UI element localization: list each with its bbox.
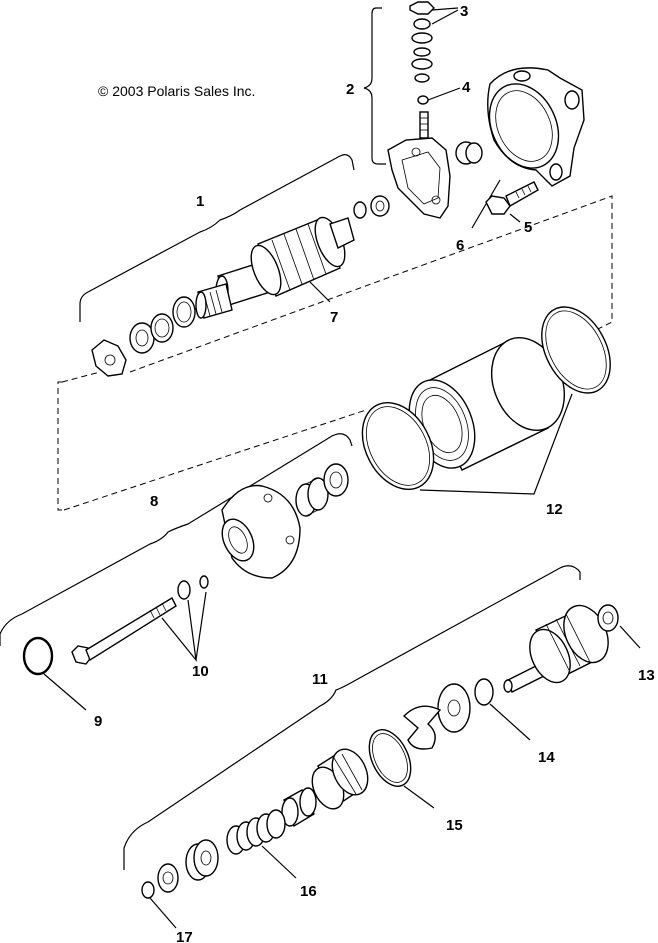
bracket-group-1 (79, 154, 355, 322)
callout-5: 5 (524, 219, 532, 236)
collar (185, 839, 219, 881)
o-rings (361, 306, 611, 491)
clutch-gear (311, 748, 369, 810)
callout-1: 1 (196, 193, 204, 210)
drive-end-housing (221, 484, 301, 579)
armature (195, 216, 355, 319)
nut-washer-stack (409, 1, 435, 139)
callout-labels: 1 2 3 4 5 6 7 8 9 10 11 12 13 14 15 16 1… (94, 3, 655, 943)
callout-6: 6 (456, 237, 464, 254)
callout-7: 7 (330, 309, 338, 326)
bushing (455, 141, 483, 165)
bracket-group-2 (363, 7, 386, 165)
washer-17 (141, 881, 155, 899)
split-collar (402, 705, 442, 750)
needle-bearing (295, 463, 349, 517)
callout-15: 15 (446, 817, 463, 834)
callout-3: 3 (460, 3, 468, 20)
callout-16: 16 (300, 883, 317, 900)
cup-washer (437, 683, 471, 733)
thrust-washer (157, 863, 179, 893)
armature-washers (353, 195, 390, 219)
washer-13 (597, 604, 619, 632)
callout-13: 13 (638, 667, 655, 684)
spring (226, 809, 286, 855)
callout-17: 17 (176, 929, 193, 943)
callout-4: 4 (462, 79, 471, 96)
lock-plate (91, 339, 127, 377)
armature-shims (129, 296, 196, 354)
through-bolt (71, 597, 177, 665)
snap-ring (22, 636, 54, 676)
copyright-notice: © 2003 Polaris Sales Inc. (98, 83, 255, 99)
callout-8: 8 (150, 493, 158, 510)
callout-2: 2 (346, 81, 354, 98)
callout-12: 12 (546, 501, 563, 518)
clip-14 (474, 678, 494, 706)
bracket-group-8 (0, 433, 353, 646)
callout-11: 11 (312, 671, 328, 688)
bolt (485, 181, 539, 215)
ring-15 (368, 729, 412, 787)
brush-plate (387, 137, 451, 219)
sleeve (281, 787, 317, 828)
callout-14: 14 (538, 749, 555, 766)
callout-9: 9 (94, 713, 102, 730)
callout-10: 10 (192, 663, 209, 680)
bracket-group-11 (123, 565, 581, 870)
end-cap-housing (487, 67, 585, 187)
bolt-washers (177, 575, 209, 600)
pinion-shaft (503, 604, 609, 693)
